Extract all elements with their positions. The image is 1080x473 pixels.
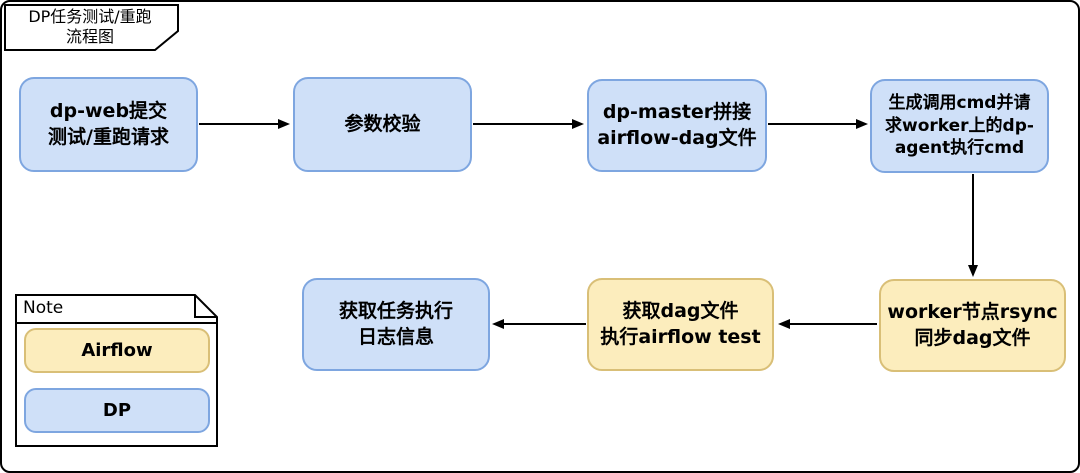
flow-node-fetch-log: 获取任务执行 日志信息 <box>302 278 490 371</box>
flow-node-gen-cmd: 生成调用cmd并请 求worker上的dp- agent执行cmd <box>870 79 1049 173</box>
legend-item-dp-label: DP <box>102 400 132 421</box>
flow-node-airflow-test-label: 获取dag文件 执行airflow test <box>600 300 761 348</box>
flow-node-submit-request-label: dp-web提交 测试/重跑请求 <box>48 100 169 148</box>
legend-item-airflow: Airflow <box>24 328 210 373</box>
diagram-title: DP任务测试/重跑 流程图 <box>28 7 152 46</box>
flow-node-submit-request: dp-web提交 测试/重跑请求 <box>19 77 198 172</box>
legend-note-box: Note Airflow DP <box>15 294 219 448</box>
flow-node-concat-dag-label: dp-master拼接 airflow-dag文件 <box>597 101 757 149</box>
flow-node-concat-dag: dp-master拼接 airflow-dag文件 <box>587 79 767 172</box>
title-tab-shape <box>4 4 179 51</box>
legend-item-airflow-label: Airflow <box>81 340 153 361</box>
flow-node-airflow-test: 获取dag文件 执行airflow test <box>587 278 774 371</box>
note-title: Note <box>23 298 64 318</box>
flow-node-param-validate: 参数校验 <box>293 77 472 172</box>
flow-node-rsync-dag: worker节点rsync 同步dag文件 <box>879 279 1066 372</box>
flow-node-fetch-log-label: 获取任务执行 日志信息 <box>338 300 453 348</box>
flow-node-param-validate-label: 参数校验 <box>344 112 421 135</box>
legend-item-dp: DP <box>24 388 210 433</box>
flow-node-gen-cmd-label: 生成调用cmd并请 求worker上的dp- agent执行cmd <box>885 92 1034 159</box>
flow-node-rsync-dag-label: worker节点rsync 同步dag文件 <box>887 301 1058 349</box>
